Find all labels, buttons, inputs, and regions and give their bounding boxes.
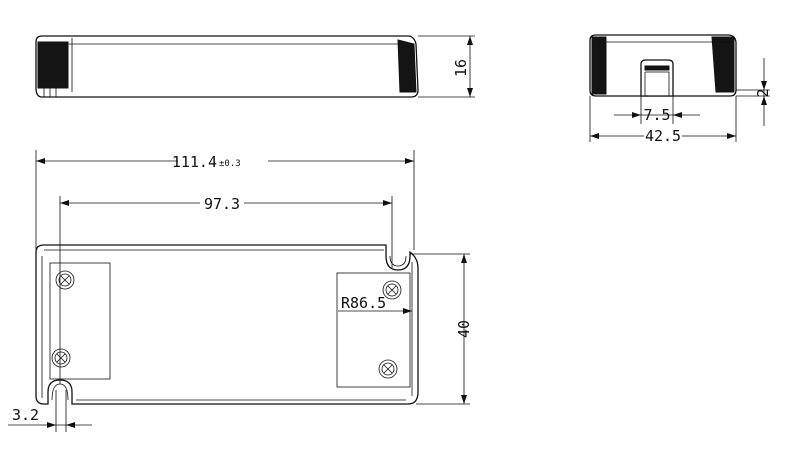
- end-view: 2 7.5 42.5: [589, 34, 772, 145]
- dim-width-end: 42.5: [645, 127, 681, 145]
- screw-top-left: [55, 270, 75, 290]
- dim-radius: R86.5: [341, 294, 386, 312]
- screw-bottom-left: [51, 348, 71, 368]
- dim-pin-width: 7.5: [643, 106, 670, 124]
- screw-bottom-right: [378, 359, 398, 379]
- dim-width-top: 40: [455, 320, 473, 338]
- screw-top-right: [382, 280, 402, 300]
- dim-edge-offset: 3.2: [12, 406, 39, 424]
- dim-offset-end: 2: [754, 88, 772, 97]
- dim-hole-spacing: 97.3: [204, 195, 240, 213]
- dim-overall-length-tol: ±0.3: [219, 159, 241, 169]
- dim-height-side: 16: [452, 59, 470, 77]
- top-view: 111.4 ±0.3 97.3 40 R86.5 3.2: [8, 150, 473, 432]
- dim-overall-length: 111.4: [172, 153, 217, 171]
- side-view: 16: [35, 35, 475, 98]
